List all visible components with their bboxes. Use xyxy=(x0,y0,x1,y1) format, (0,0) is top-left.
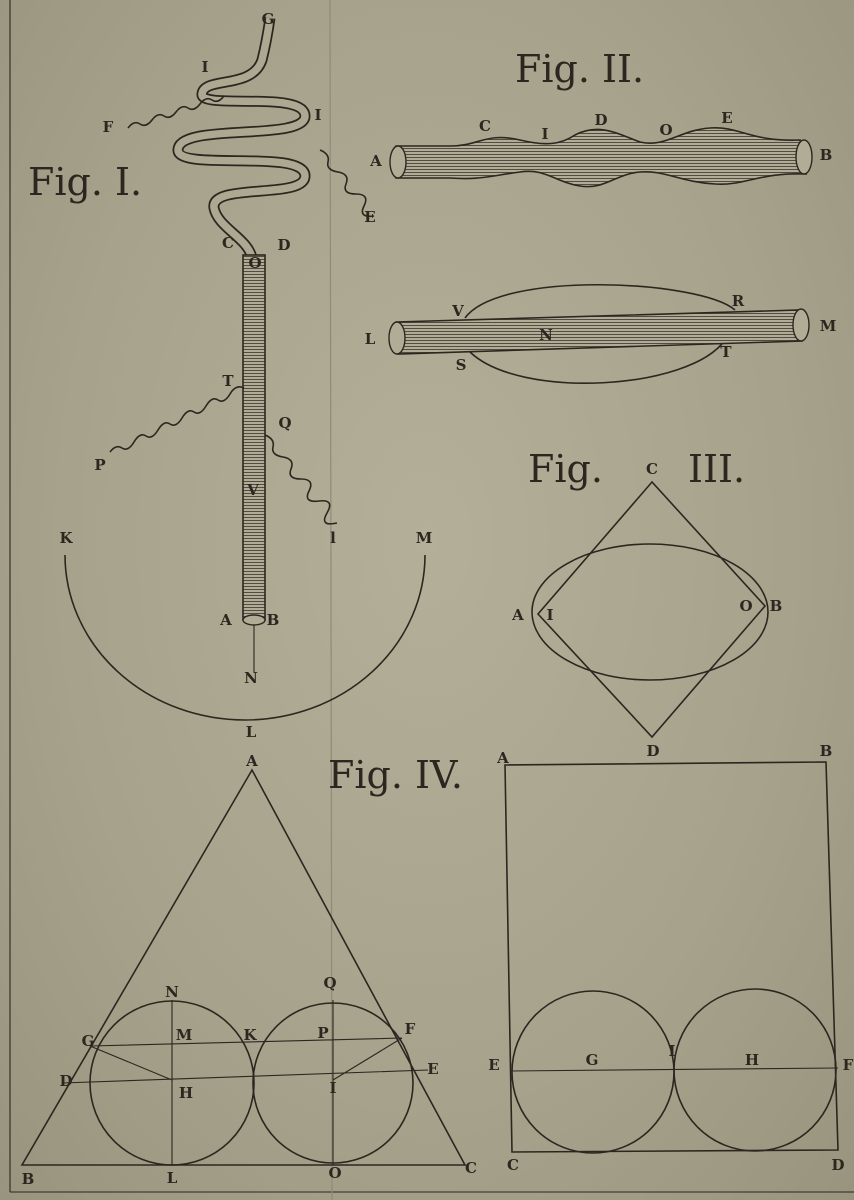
rect-label: H xyxy=(745,1051,759,1069)
fig1-label: M xyxy=(416,529,433,547)
rect-label: G xyxy=(586,1051,599,1069)
fig1-label: Q xyxy=(278,414,291,432)
fig4-triangle xyxy=(20,768,467,1166)
fig1-tube xyxy=(242,254,266,621)
fig1-label: D xyxy=(277,236,290,254)
fig4-label: A xyxy=(245,752,258,770)
rect-label: D xyxy=(831,1156,844,1174)
fig3-label: B xyxy=(770,597,783,615)
figure-3: Fig. III. C A I O B D xyxy=(511,447,782,760)
fig1-label: F xyxy=(103,118,114,136)
fig2-label: N xyxy=(539,326,553,344)
fig2-label: V xyxy=(451,302,464,320)
fig1-wavy-fiber-f xyxy=(127,95,225,129)
fig2-tube-end-a xyxy=(389,145,407,179)
rect-outline xyxy=(504,761,839,1153)
fig1-wavy-fiber-q xyxy=(264,434,338,525)
fig1-label: G xyxy=(262,10,275,28)
fig4-title: Fig. IV. xyxy=(328,753,463,797)
fig1-label: L xyxy=(246,723,257,741)
fig2-varicose-tube xyxy=(395,127,807,188)
fig2-tube-end-l xyxy=(388,321,406,355)
fig1-label: K xyxy=(59,529,73,547)
fig2-label: A xyxy=(369,152,382,170)
fig1-label: A xyxy=(219,611,232,629)
paper-fold xyxy=(329,0,333,1200)
fig3-title-left: Fig. xyxy=(528,447,603,491)
fig4-label: L xyxy=(167,1169,178,1187)
fig1-label: l xyxy=(330,529,336,547)
fig2-title: Fig. II. xyxy=(515,47,644,91)
fig1-label: N xyxy=(244,669,258,687)
fig4-label: K xyxy=(243,1026,257,1044)
rect-label: I xyxy=(668,1042,675,1060)
rect-diameter-line xyxy=(509,1067,839,1072)
fig1-label: V xyxy=(246,481,259,499)
fig3-title-right: III. xyxy=(688,447,745,491)
fig1-label: P xyxy=(94,456,105,474)
fig2-label: L xyxy=(365,330,376,348)
fig4-label: G xyxy=(82,1032,95,1050)
rect-label: C xyxy=(507,1156,519,1174)
fig4-label: Q xyxy=(323,974,336,992)
fig4-label: N xyxy=(165,983,179,1001)
fig4-label: H xyxy=(179,1084,193,1102)
rect-label: A xyxy=(496,749,509,767)
fig2-tube-end-b xyxy=(795,139,813,175)
fig4-label: O xyxy=(328,1164,341,1182)
fig3-label: A xyxy=(511,606,524,624)
fig1-semicircle xyxy=(64,554,426,721)
fig2-label: O xyxy=(659,121,672,139)
figure-4: Fig. IV. A N Q G M K P F D H I E B L O C xyxy=(20,752,477,1188)
fig3-label: D xyxy=(646,742,659,760)
fig1-wavy-fiber-e xyxy=(319,149,375,218)
figure-2: Fig. II. A C I D O E B V R L N M S T xyxy=(365,47,837,385)
rect-circle-right xyxy=(673,988,837,1152)
fig2-label: C xyxy=(479,117,491,135)
fig1-label: I xyxy=(314,106,321,124)
fig4-label: E xyxy=(427,1060,438,1078)
fig1-label: E xyxy=(364,208,375,226)
fig4-label: I xyxy=(329,1079,336,1097)
rect-label: B xyxy=(820,742,833,760)
fig2-label: R xyxy=(732,292,745,310)
fig2-tube-end-m xyxy=(792,308,810,342)
fig1-title: Fig. I. xyxy=(28,160,142,204)
fig4-construction-lines xyxy=(61,1000,429,1165)
fig3-label: C xyxy=(646,460,658,478)
fig4-label: B xyxy=(22,1170,35,1188)
fig1-label: B xyxy=(267,611,280,629)
fig1-label: O xyxy=(248,254,261,272)
fig4-label: M xyxy=(176,1026,193,1044)
figure-1: Fig. I. G I F I E C O D T P Q l V K M A … xyxy=(28,10,432,741)
fig2-label: D xyxy=(594,111,607,129)
fig3-ellipse xyxy=(531,543,769,681)
fig3-label: O xyxy=(739,597,752,615)
fig2-label: I xyxy=(541,125,548,143)
fig2-label: E xyxy=(721,109,732,127)
figure-rectangle: A B E G I H F C D xyxy=(488,742,853,1174)
rect-label: E xyxy=(488,1056,499,1074)
fig1-label: T xyxy=(222,372,234,390)
fig2-label: M xyxy=(820,317,837,335)
fig1-wavy-fiber-p xyxy=(109,386,245,453)
fig4-label: P xyxy=(317,1024,328,1042)
fig3-rhombus xyxy=(536,480,767,739)
fig4-label: D xyxy=(59,1072,72,1090)
fig1-label: C xyxy=(222,234,234,252)
fig1-tube-opening xyxy=(242,614,266,626)
fig4-label: C xyxy=(465,1159,477,1177)
fig2-label: B xyxy=(820,146,833,164)
fig1-label: I xyxy=(201,58,208,76)
fig3-label: I xyxy=(546,606,553,624)
rect-label: F xyxy=(843,1056,854,1074)
fig2-label: T xyxy=(720,343,732,361)
fig4-label: F xyxy=(405,1020,416,1038)
fig2-label: S xyxy=(456,356,467,374)
fig2-loop-vessel xyxy=(464,283,736,385)
rect-circle-left xyxy=(511,990,675,1154)
